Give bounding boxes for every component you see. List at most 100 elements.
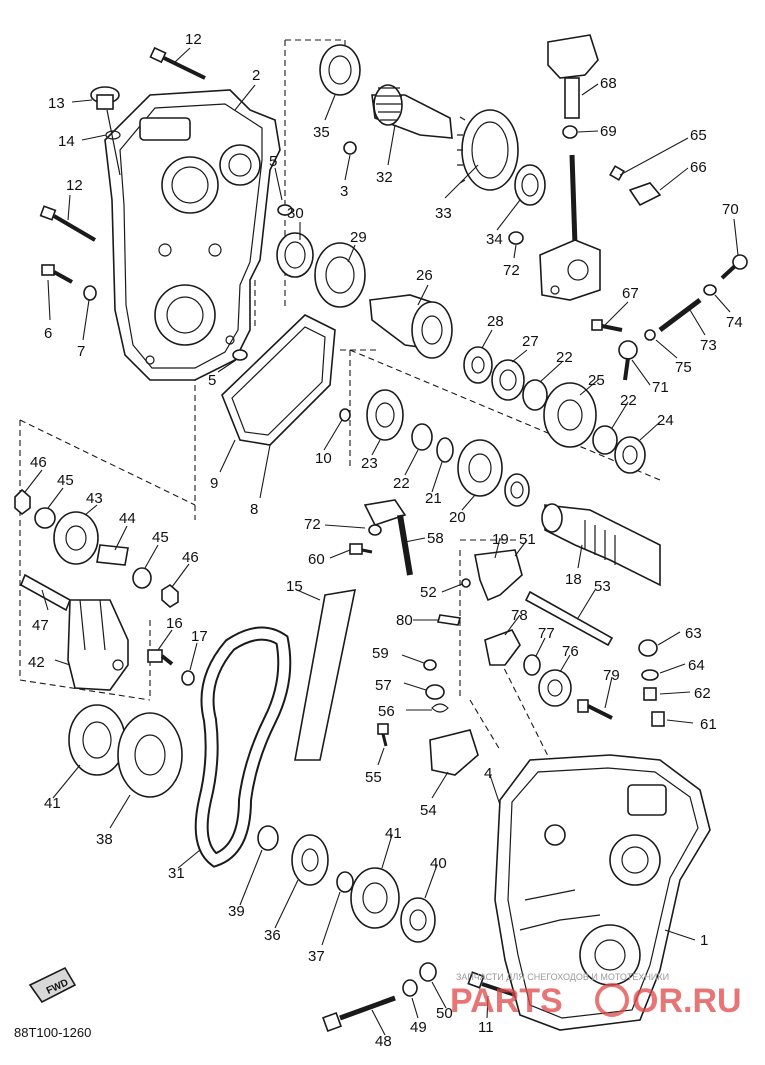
callout-22: 22 <box>556 349 573 366</box>
washer-64 <box>641 669 659 681</box>
callout-3: 3 <box>340 183 348 200</box>
chain-31 <box>194 626 292 868</box>
callout-16: 16 <box>166 615 183 632</box>
bolt-65 <box>609 165 625 181</box>
callout-60: 60 <box>308 551 325 568</box>
callout-27: 27 <box>522 333 539 350</box>
circlip-37 <box>336 871 354 893</box>
bearing-24 <box>614 436 646 474</box>
callout-78: 78 <box>511 607 528 624</box>
callout-73: 73 <box>700 337 717 354</box>
sprocket-shaft-26 <box>369 294 453 359</box>
callout-59: 59 <box>372 645 389 662</box>
washer-22-mid <box>411 423 433 451</box>
output-shaft-18 <box>541 503 661 587</box>
callout-43: 43 <box>86 490 103 507</box>
bolt-6-washer-7 <box>41 264 97 301</box>
callout-37: 37 <box>308 948 325 965</box>
bearing-41-left <box>68 704 126 776</box>
callout-48: 48 <box>375 1033 392 1050</box>
sprocket-25 <box>543 382 597 448</box>
shift-arm-58 <box>363 499 413 576</box>
callout-62: 62 <box>694 685 711 702</box>
callout-2: 2 <box>252 67 260 84</box>
washer-49 <box>402 979 418 997</box>
callout-22: 22 <box>393 475 410 492</box>
callout-25: 25 <box>588 372 605 389</box>
bolt-79 <box>577 699 613 720</box>
callout-5: 5 <box>269 153 277 170</box>
bolt-55 <box>377 723 389 747</box>
bolt-16 <box>147 649 174 666</box>
shift-rod-53 <box>524 590 614 647</box>
bolt-upper <box>149 46 206 80</box>
callout-14: 14 <box>58 133 75 150</box>
bearing-41-right <box>350 867 400 929</box>
gear-33 <box>457 109 519 191</box>
callout-34: 34 <box>486 231 503 248</box>
callout-50: 50 <box>436 1005 453 1022</box>
pin-80 <box>436 614 462 626</box>
callout-26: 26 <box>416 267 433 284</box>
plug-3 <box>343 141 357 155</box>
rod-end-70 <box>720 254 748 280</box>
nut-74 <box>703 284 717 296</box>
washer-22-right <box>592 425 618 455</box>
collar-5-lower <box>232 349 248 361</box>
callout-9: 9 <box>210 475 218 492</box>
shift-fork-78 <box>484 629 521 666</box>
collar-44 <box>96 544 129 566</box>
bolt-48 <box>322 995 396 1032</box>
fwd-arrow: FWD <box>28 966 77 1004</box>
washer-59 <box>423 659 437 671</box>
callout-58: 58 <box>427 530 444 547</box>
callout-38: 38 <box>96 831 113 848</box>
watermark-gear-icon <box>595 983 629 1017</box>
callout-75: 75 <box>675 359 692 376</box>
bearing-20 <box>457 439 503 497</box>
callout-1: 1 <box>700 932 708 949</box>
bracket-42 <box>67 599 129 691</box>
collar-77 <box>523 654 541 676</box>
ball-61 <box>651 711 665 727</box>
nut-72-lower <box>368 524 382 536</box>
callout-53: 53 <box>594 578 611 595</box>
callout-17: 17 <box>191 628 208 645</box>
bearing-43 <box>53 511 99 565</box>
sprocket-36 <box>291 834 329 886</box>
seal-30 <box>276 232 314 278</box>
callout-45: 45 <box>57 472 74 489</box>
callout-13: 13 <box>48 95 65 112</box>
circlip-57 <box>425 684 445 700</box>
nut-69 <box>562 125 578 139</box>
pin-52 <box>461 578 471 588</box>
callout-21: 21 <box>425 490 442 507</box>
bearing-29 <box>314 242 366 308</box>
callout-12: 12 <box>66 177 83 194</box>
callout-10: 10 <box>315 450 332 467</box>
shift-fork-51 <box>474 549 523 602</box>
callout-70: 70 <box>722 201 739 218</box>
shift-lever-54 <box>429 729 479 776</box>
spring-56 <box>431 703 449 713</box>
callout-79: 79 <box>603 667 620 684</box>
callout-6: 6 <box>44 325 52 342</box>
rod-73 <box>658 298 702 332</box>
collar-5-upper <box>277 204 293 216</box>
callout-45: 45 <box>152 529 169 546</box>
callout-72: 72 <box>304 516 321 533</box>
callout-74: 74 <box>726 314 743 331</box>
leader-lines <box>24 47 739 1036</box>
callout-55: 55 <box>365 769 382 786</box>
washer-50 <box>419 962 437 982</box>
bearing-27 <box>491 359 525 401</box>
callout-20: 20 <box>449 509 466 526</box>
rod-end-71 <box>618 340 638 381</box>
callout-46: 46 <box>30 454 47 471</box>
callout-66: 66 <box>690 159 707 176</box>
spring-62 <box>643 687 657 701</box>
watermark: ЗАПЧАСТИ ДЛЯ СНЕГОХОДОВ И МОТОТЕХНИКИ PA… <box>450 972 742 1020</box>
callout-56: 56 <box>378 703 395 720</box>
